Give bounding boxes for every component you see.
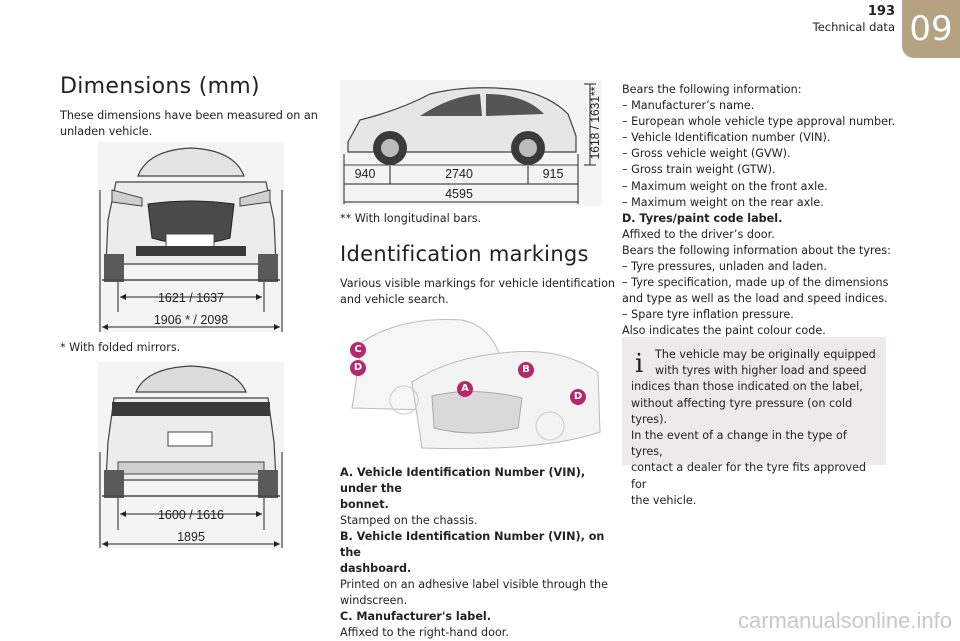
side-rear-overhang: 915	[542, 167, 564, 181]
info-line: contact a dealer for the tyre fits appro…	[631, 461, 867, 491]
list-item: – Gross train weight (GTW).	[622, 163, 776, 177]
label-d-bears: Bears the following information about th…	[622, 243, 891, 257]
label-d-title: D. Tyres/paint code label.	[622, 211, 783, 225]
list-item: – Manufacturer’s name.	[622, 99, 755, 113]
side-height: 1618 / 1631**	[588, 86, 602, 160]
rear-outer-dimension: 1895	[177, 530, 205, 544]
list-item: – European whole vehicle type approval n…	[622, 115, 896, 129]
label-details: Bears the following information: – Manuf…	[622, 82, 896, 340]
list-item: – Tyre specification, made up of the dim…	[622, 276, 889, 290]
folded-mirrors-note: * With folded mirrors.	[60, 341, 181, 354]
paint-code-note: Also indicates the paint colour code.	[622, 324, 826, 338]
list-item: – Tyre pressures, unladen and laden.	[622, 260, 827, 274]
page-number: 193	[867, 4, 895, 19]
identification-intro: Various visible markings for vehicle ide…	[340, 276, 615, 308]
list-item: and type as well as the load and speed i…	[622, 292, 888, 306]
label-a-text: Stamped on the chassis.	[340, 514, 478, 527]
label-c-title: C. Manufacturer's label.	[340, 610, 491, 623]
watermark: carmanualsonline.info	[737, 608, 952, 633]
side-front-overhang: 940	[354, 167, 376, 181]
info-line: the vehicle.	[631, 493, 697, 507]
intro-line: Various visible markings for vehicle ide…	[340, 277, 615, 290]
marker-a: A	[457, 381, 473, 397]
list-item: – Spare tyre inflation pressure.	[622, 308, 794, 322]
section-title: Technical data	[812, 20, 895, 34]
marker-d: D	[350, 360, 366, 376]
label-c-text: Affixed to the right-hand door.	[340, 626, 509, 639]
info-line: The vehicle may be originally equipped	[655, 348, 876, 361]
info-line: In the event of a change in the type of …	[631, 429, 847, 459]
chapter-badge: 09	[902, 0, 960, 58]
dimensions-title: Dimensions (mm)	[60, 74, 260, 99]
marker-d-right: D	[570, 389, 586, 405]
rear-inner-dimension: 1600 / 1616	[157, 508, 225, 522]
identification-descriptions: A. Vehicle Identification Number (VIN), …	[340, 465, 610, 641]
intro-line: unladen vehicle.	[60, 125, 153, 138]
label-b-text: Printed on an adhesive label visible thr…	[340, 578, 608, 591]
label-b-title-cont: dashboard.	[340, 562, 412, 575]
info-box: i The vehicle may be originally equipped…	[622, 337, 886, 507]
label-b-title: B. Vehicle Identification Number (VIN), …	[340, 530, 605, 559]
info-line: with tyres with higher load and speed	[655, 364, 867, 378]
info-line: without affecting tyre pressure (on cold…	[631, 396, 853, 426]
list-item: – Gross vehicle weight (GVW).	[622, 147, 791, 161]
label-d-text: Affixed to the driver’s door.	[622, 227, 775, 241]
side-wheelbase: 2740	[445, 167, 473, 181]
front-inner-dimension: 1621 / 1637	[157, 291, 225, 305]
label-a-title-cont: bonnet.	[340, 498, 389, 511]
side-view-diagram	[340, 80, 602, 206]
marker-b: B	[518, 362, 534, 378]
intro-line: These dimensions have been measured on a…	[60, 109, 318, 122]
rear-view-diagram	[98, 362, 284, 548]
intro-line: and vehicle search.	[340, 293, 449, 306]
longitudinal-bars-note: ** With longitudinal bars.	[340, 212, 482, 225]
list-item: – Vehicle Identification number (VIN).	[622, 131, 831, 145]
list-item: – Maximum weight on the rear axle.	[622, 195, 824, 209]
label-a-title: A. Vehicle Identification Number (VIN), …	[340, 466, 586, 495]
info-line: indices than those indicated on the labe…	[631, 380, 863, 394]
bears-heading: Bears the following information:	[622, 83, 802, 96]
list-item: – Maximum weight on the front axle.	[622, 179, 828, 193]
info-text: The vehicle may be originally equipped w…	[631, 347, 881, 509]
identification-diagram	[342, 312, 604, 460]
label-b-text-cont: windscreen.	[340, 594, 408, 607]
front-view-diagram	[98, 142, 284, 332]
marker-c: C	[350, 342, 366, 358]
front-outer-dimension: 1906 * / 2098	[153, 313, 229, 327]
dimensions-intro: These dimensions have been measured on a…	[60, 108, 318, 140]
info-icon: i	[635, 349, 644, 379]
side-total-length: 4595	[445, 187, 473, 201]
identification-title: Identification markings	[340, 242, 589, 266]
